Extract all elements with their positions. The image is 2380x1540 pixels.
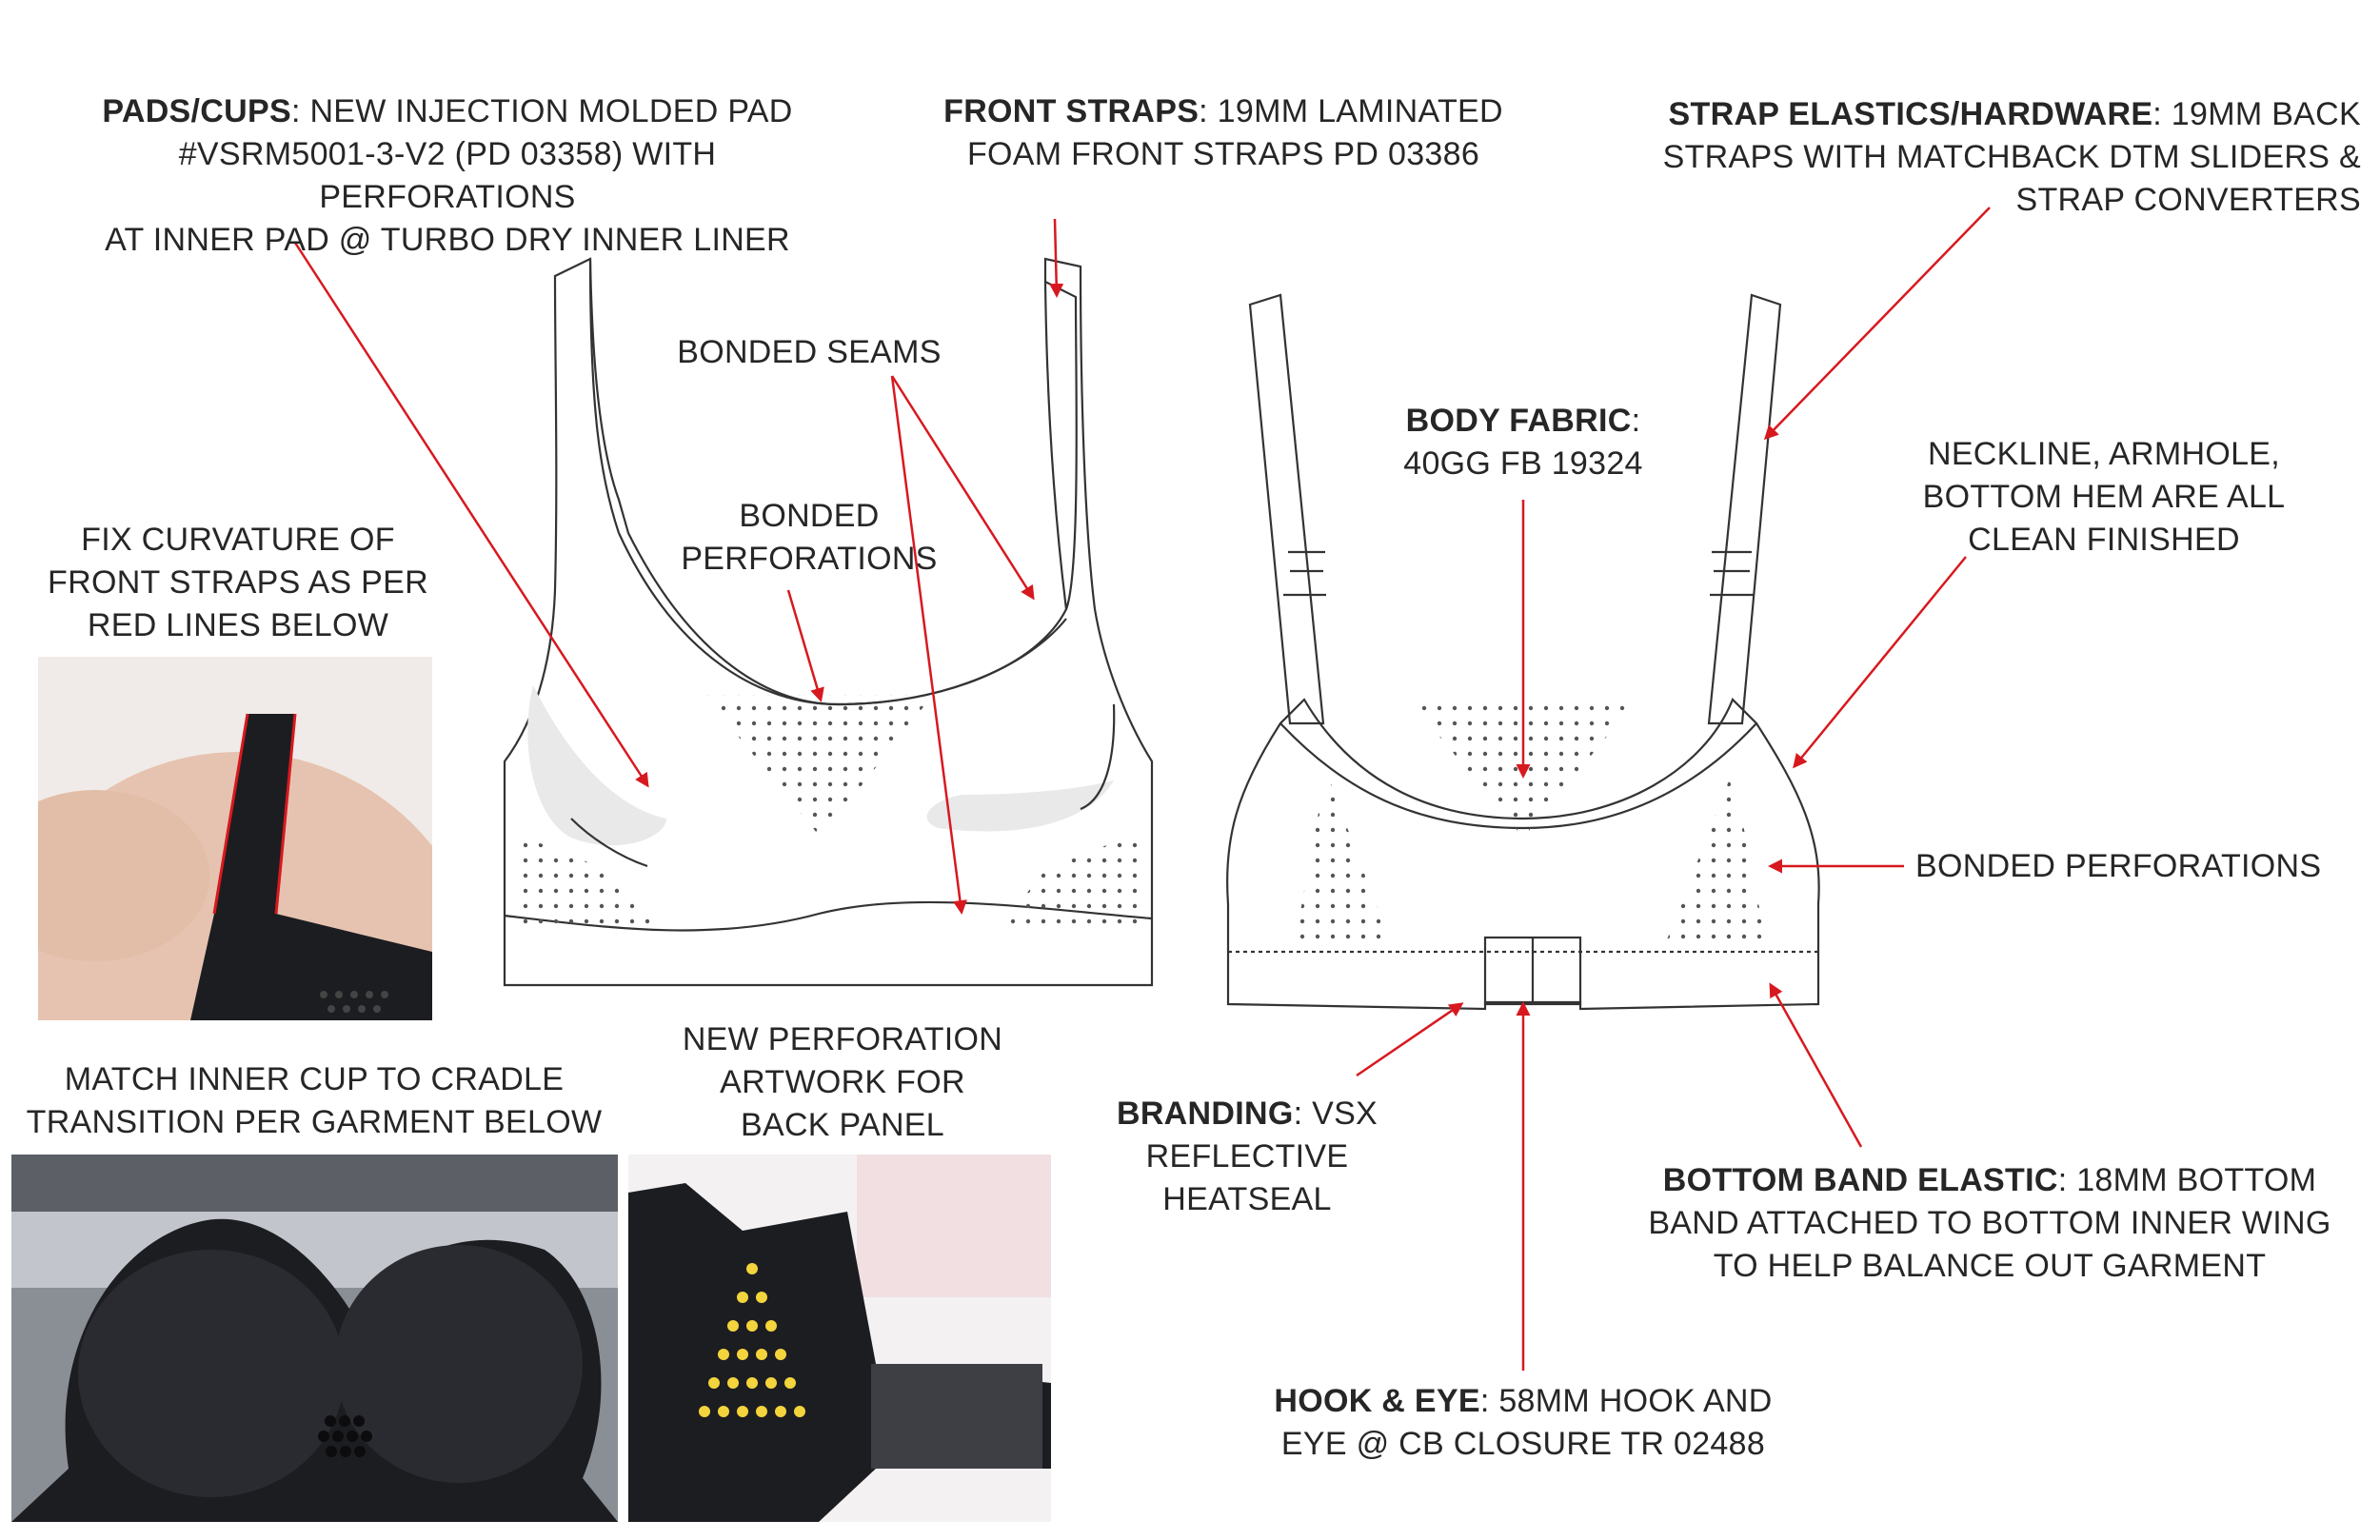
callout-bonded-perforations-front: BONDED PERFORATIONS bbox=[619, 495, 1000, 581]
bottom-band-line3: TO HELP BALANCE OUT GARMENT bbox=[1713, 1248, 2267, 1284]
strap-elastics-title: STRAP ELASTICS/HARDWARE bbox=[1668, 96, 2153, 132]
shoulder-strap-photo bbox=[38, 657, 432, 1020]
back-perforation-left bbox=[1295, 771, 1390, 942]
inner-cup-photo bbox=[11, 1155, 618, 1522]
callout-fix-curvature: FIX CURVATURE OF FRONT STRAPS AS PER RED… bbox=[19, 519, 457, 647]
callout-match-inner-cup: MATCH INNER CUP TO CRADLE TRANSITION PER… bbox=[19, 1058, 609, 1144]
bottom-band-line1: 18mm BOTTOM bbox=[2076, 1162, 2317, 1198]
neckline-line3: CLEAN FINISHED bbox=[1968, 522, 2240, 558]
callout-neckline: NECKLINE, ARMHOLE, BOTTOM HEM ARE ALL CL… bbox=[1866, 433, 2342, 562]
bottom-band-title: BOTTOM BAND ELASTIC bbox=[1662, 1162, 2058, 1198]
arrow-bonded-seams-2 bbox=[890, 375, 967, 915]
branding-line3: HEATSEAL bbox=[1162, 1181, 1332, 1217]
match-inner-cup-line1: MATCH INNER CUP TO CRADLE bbox=[64, 1061, 565, 1097]
front-straps-title: FRONT STRAPS bbox=[943, 93, 1200, 129]
bonded-perf-front-line2: PERFORATIONS bbox=[681, 541, 938, 577]
arrow-front-straps bbox=[1049, 218, 1064, 298]
callout-new-perforation: NEW PERFORATION ARTWORK FOR BACK PANEL bbox=[647, 1018, 1038, 1147]
callout-pads-cups: PADS/CUPS: NEW INJECTION MOLDED PAD #VSR… bbox=[57, 90, 838, 262]
hook-eye-line1: 58mm HOOK AND bbox=[1498, 1383, 1773, 1419]
front-perforation-triangle bbox=[704, 695, 933, 838]
arrow-pads bbox=[293, 242, 649, 788]
callout-arrows bbox=[293, 207, 1991, 1371]
front-perforation-right bbox=[1000, 833, 1138, 933]
back-perforation-right bbox=[1666, 771, 1766, 942]
new-perforation-line3: BACK PANEL bbox=[740, 1107, 944, 1143]
arrow-bonded-seams-1 bbox=[890, 375, 1035, 601]
callout-bonded-perforations-back: BONDED PERFORATIONS bbox=[1915, 848, 2322, 884]
arrow-strap-elastics bbox=[1763, 207, 1991, 441]
strap-elastics-line3: STRAP CONVERTERS bbox=[2015, 182, 2361, 218]
callout-bonded-seams: BONDED SEAMS bbox=[677, 334, 942, 370]
pads-line1: NEW INJECTION MOLDED PAD bbox=[309, 93, 793, 129]
hook-eye-line2: EYE @ CB CLOSURE TR 02488 bbox=[1280, 1426, 1766, 1462]
pads-line2: #VSRM5001-3-V2 (PD 03358) WITH PERFORATI… bbox=[178, 136, 717, 215]
front-straps-line1: 19mm LAMINATED bbox=[1217, 93, 1503, 129]
front-perforation-left bbox=[514, 833, 666, 933]
branding-line1: VSX bbox=[1312, 1096, 1378, 1132]
callout-body-fabric: BODY FABRIC: 40gg FB 19324 bbox=[1333, 400, 1714, 485]
neckline-line1: NECKLINE, ARMHOLE, bbox=[1927, 436, 2281, 472]
match-inner-cup-line2: TRANSITION PER GARMENT BELOW bbox=[26, 1104, 603, 1140]
fix-curvature-line1: FIX CURVATURE OF bbox=[81, 522, 395, 558]
callout-bottom-band: BOTTOM BAND ELASTIC: 18mm BOTTOM BAND AT… bbox=[1618, 1159, 2361, 1288]
fix-curvature-line3: RED LINES BELOW bbox=[87, 607, 389, 643]
arrow-bottom-band bbox=[1769, 982, 1863, 1148]
branding-title: BRANDING bbox=[1116, 1096, 1294, 1132]
pads-title: PADS/CUPS bbox=[102, 93, 291, 129]
bottom-band-line2: BAND ATTACHED TO BOTTOM INNER WING bbox=[1648, 1205, 2331, 1241]
strap-elastics-line1: 19mm BACK bbox=[2171, 96, 2361, 132]
callout-strap-elastics: STRAP ELASTICS/HARDWARE: 19mm BACK STRAP… bbox=[1561, 93, 2361, 222]
callout-branding: BRANDING: VSX REFLECTIVE HEATSEAL bbox=[1095, 1093, 1399, 1221]
bonded-perf-front-line1: BONDED bbox=[739, 498, 880, 534]
body-fabric-title: BODY FABRIC bbox=[1405, 403, 1632, 439]
arrow-bonded-perforations-front bbox=[786, 589, 824, 702]
pads-line3: AT INNER PAD @ TURBO DRY INNER LINER bbox=[105, 222, 790, 258]
back-panel-photo bbox=[628, 1155, 1051, 1522]
strap-elastics-line2: STRAPS WITH MATCHBACK DTM SLIDERS & bbox=[1662, 139, 2361, 175]
body-fabric-line1: 40gg FB 19324 bbox=[1403, 445, 1643, 482]
new-perforation-line1: NEW PERFORATION bbox=[682, 1021, 1003, 1057]
fix-curvature-line2: FRONT STRAPS AS PER bbox=[48, 564, 428, 601]
new-perforation-line2: ARTWORK FOR bbox=[720, 1064, 965, 1100]
neckline-line2: BOTTOM HEM ARE ALL bbox=[1922, 479, 2286, 515]
branding-line2: REFLECTIVE bbox=[1145, 1138, 1349, 1175]
callout-hook-eye: HOOK & EYE: 58mm HOOK AND EYE @ CB CLOSU… bbox=[1200, 1380, 1847, 1466]
arrow-neckline bbox=[1793, 556, 1967, 769]
hook-eye-title: HOOK & EYE bbox=[1274, 1383, 1480, 1419]
arrow-branding bbox=[1356, 1002, 1464, 1077]
callout-front-straps: FRONT STRAPS: 19mm LAMINATED FOAM FRONT … bbox=[914, 90, 1533, 176]
front-straps-line2: FOAM FRONT STRAPS PD 03386 bbox=[966, 136, 1480, 172]
